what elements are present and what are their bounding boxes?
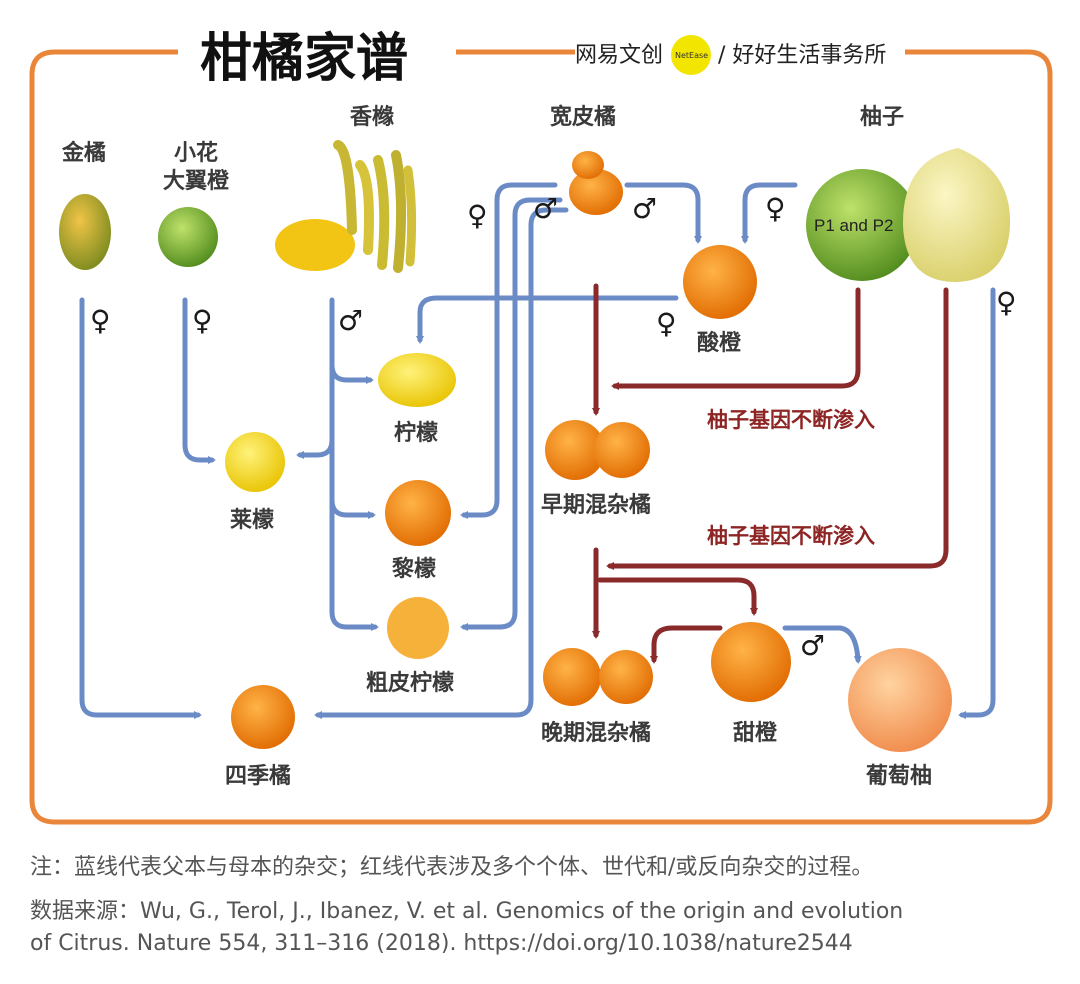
- mandarin-male-symbol-right: ♂: [632, 192, 657, 225]
- pomelo-to-late-process-arrow: [606, 287, 949, 570]
- citron-to-lime-arrow: [296, 297, 335, 459]
- label-kumquat: 金橘: [61, 140, 106, 166]
- mandarin-to-limonia-arrow: [460, 182, 558, 519]
- page-title: 柑橘家谱: [200, 29, 408, 89]
- label-late-mandarin: 晚期混杂橘: [541, 720, 651, 746]
- pomelo-inner-label: P1 and P2: [814, 216, 893, 235]
- mandarin-fruit: [569, 151, 623, 215]
- label-citron: 香橼: [350, 105, 394, 130]
- pomelo-female-symbol: ♀: [765, 192, 786, 225]
- mandarin-to-rough-lemon-arrow: [460, 197, 563, 631]
- pomelo-introgression-label-2: 柚子基因不断渗入: [707, 524, 875, 548]
- pomelo-to-grapefruit-arrow: [958, 287, 996, 719]
- label-early-mandarin: 早期混杂橘: [541, 492, 651, 518]
- limonia-fruit: [385, 480, 451, 546]
- sour-orange-fruit: [683, 245, 757, 319]
- brand-left: 网易文创: [575, 43, 663, 68]
- brand-badge: [671, 35, 711, 75]
- label-grapefruit: 葡萄柚: [865, 764, 932, 789]
- citron-fruit: [275, 140, 417, 273]
- pomelo-to-sour-orange-arrow: [741, 182, 798, 244]
- calamondin-fruit: [231, 685, 295, 749]
- brand-badge-text: NetEase: [675, 51, 708, 60]
- label-calamondin: 四季橘: [225, 763, 291, 789]
- sweet-orange-to-grapefruit-arrow: [782, 625, 862, 664]
- mandarin-female-symbol: ♀: [467, 199, 488, 232]
- mandarin-to-sour-orange-arrow: [624, 182, 702, 244]
- label-lemon: 柠檬: [394, 420, 438, 446]
- sweet-orange-fruit: [711, 622, 791, 702]
- label-rough-lemon: 粗皮柠檬: [366, 670, 454, 696]
- label-pomelo: 柚子: [860, 105, 904, 130]
- kumquat-female-symbol: ♀: [90, 304, 111, 337]
- lime-fruit: [225, 432, 285, 492]
- kumquat-fruit: [59, 194, 111, 270]
- source-line-2: of Citrus. Nature 554, 311–316 (2018). h…: [30, 931, 853, 956]
- pomelo-introgression-label-1: 柚子基因不断渗入: [707, 408, 875, 432]
- frame-border: [29, 49, 1053, 825]
- sour-orange-female-symbol: ♀: [656, 307, 677, 340]
- label-sour-orange: 酸橙: [697, 331, 742, 356]
- early-mandarin-fruit: [545, 420, 650, 480]
- label-mandarin: 宽皮橘: [550, 104, 616, 130]
- mandarin-male-symbol-left: ♂: [533, 192, 558, 225]
- mandarin-to-calamondin-arrow: [314, 207, 569, 719]
- pomelo-fruit-green: [806, 169, 918, 281]
- kumquat-to-calamondin-arrow: [79, 297, 202, 719]
- rough-lemon-fruit: [387, 597, 449, 659]
- citron-to-lemon-arrow: [329, 362, 374, 384]
- label-papeda: 小花大翼橙: [163, 140, 230, 194]
- sour-orange-to-lemon-arrow: [416, 295, 679, 344]
- late-mandarin-fruit: [543, 648, 653, 706]
- footnote: 注：蓝线代表父本与母本的杂交；红线代表涉及多个个体、世代和/或反向杂交的过程。: [30, 855, 874, 880]
- lemon-fruit: [378, 353, 456, 407]
- grapefruit-fruit: [848, 648, 952, 752]
- early-to-sweet-orange-arrow: [597, 577, 758, 616]
- pomelo-right-female-symbol: ♀: [996, 286, 1017, 319]
- label-lime: 莱檬: [230, 507, 274, 533]
- citron-male-symbol: ♂: [338, 304, 363, 337]
- papeda-fruit: [158, 207, 218, 267]
- label-limonia: 黎檬: [392, 556, 436, 582]
- citron-to-rough-lemon-arrow: [329, 497, 379, 631]
- sweet-orange-male-symbol: ♂: [800, 629, 825, 662]
- citron-to-limonia-arrow: [329, 437, 376, 519]
- label-sweet-orange: 甜橙: [733, 720, 778, 746]
- source-line-1: 数据来源：Wu, G., Terol, J., Ibanez, V. et al…: [30, 899, 904, 924]
- papeda-female-symbol: ♀: [192, 304, 213, 337]
- pomelo-fruit-pale: [902, 148, 1011, 282]
- brand-right: / 好好生活事务所: [718, 43, 886, 68]
- papeda-to-lime-arrow: [182, 297, 216, 464]
- sweet-orange-to-late-mandarin-arrow: [650, 625, 723, 664]
- pomelo-to-early-mandarin-arrow: [611, 287, 861, 390]
